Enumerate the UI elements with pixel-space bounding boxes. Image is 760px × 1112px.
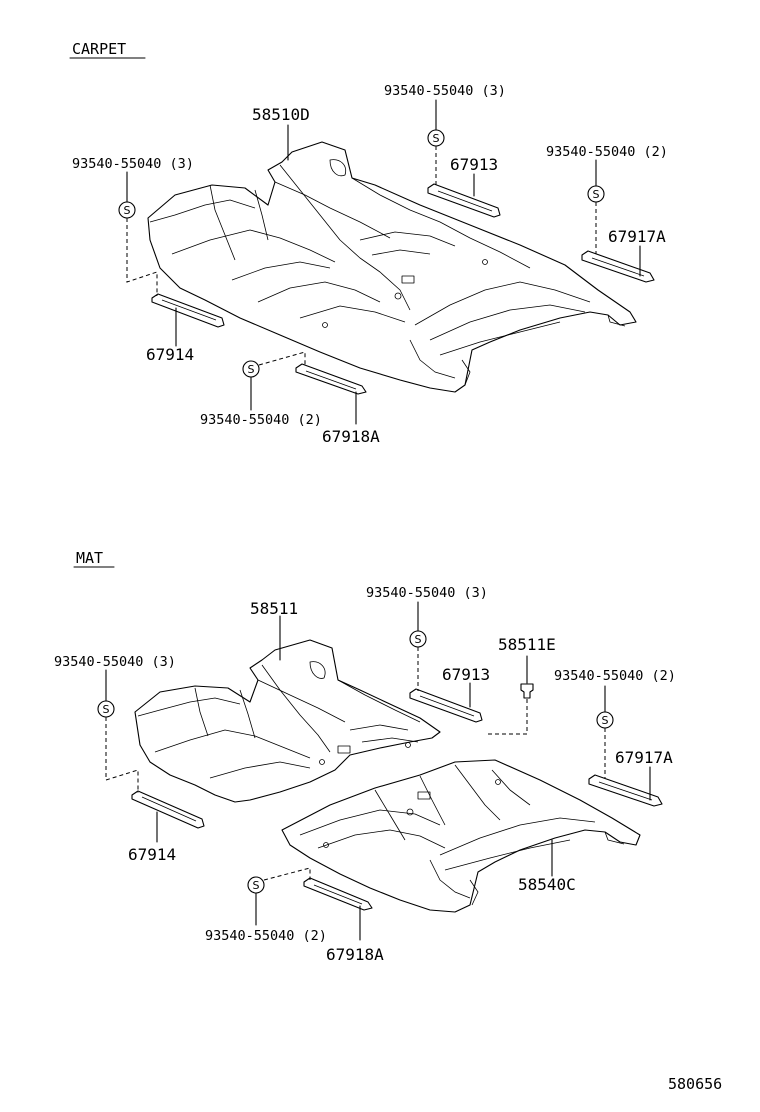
mat-screw-left: S	[97, 700, 115, 718]
diagram-code: 580656	[668, 1075, 722, 1093]
label-mat-bolt-bottom: 93540-55040 (2)	[205, 928, 327, 944]
label-58510d: 58510D	[252, 105, 310, 124]
carpet-section: CARPET	[69, 40, 668, 446]
mat-bracket-67913	[409, 688, 483, 723]
label-mat-67914: 67914	[128, 845, 176, 864]
label-carpet-67917a: 67917A	[608, 227, 666, 246]
label-58511e: 58511E	[498, 635, 556, 654]
carpet-bracket-67914	[151, 293, 225, 328]
label-mat-67917a: 67917A	[615, 748, 673, 767]
mat-screw-top: S	[409, 630, 427, 648]
carpet-screw-right: S	[587, 185, 605, 203]
carpet-bracket-67918a	[295, 363, 367, 395]
label-mat-bolt-left: 93540-55040 (3)	[54, 654, 176, 670]
screw-symbol-icon: S	[248, 363, 255, 376]
screw-symbol-icon: S	[602, 714, 609, 727]
screw-symbol-icon: S	[415, 633, 422, 646]
label-carpet-67913: 67913	[450, 155, 498, 174]
label-carpet-bolt-bottom: 93540-55040 (2)	[200, 412, 322, 428]
label-carpet-67914: 67914	[146, 345, 194, 364]
label-mat-bolt-right: 93540-55040 (2)	[554, 668, 676, 684]
mat-screw-right: S	[596, 711, 614, 729]
mat-section-title: MAT	[76, 549, 103, 567]
screw-symbol-icon: S	[103, 703, 110, 716]
screw-symbol-icon: S	[124, 204, 131, 217]
mat-bracket-67917a	[588, 774, 663, 807]
mat-58540c-shape	[281, 759, 641, 913]
label-58540c: 58540C	[518, 875, 576, 894]
screw-symbol-icon: S	[253, 879, 260, 892]
carpet-section-title: CARPET	[72, 40, 126, 58]
label-carpet-bolt-left: 93540-55040 (3)	[72, 156, 194, 172]
label-carpet-bolt-right: 93540-55040 (2)	[546, 144, 668, 160]
label-mat-67913: 67913	[442, 665, 490, 684]
carpet-screw-bottom: S	[242, 360, 260, 378]
mat-section: MAT	[54, 549, 676, 964]
label-carpet-bolt-top: 93540-55040 (3)	[384, 83, 506, 99]
label-mat-67918a: 67918A	[326, 945, 384, 964]
mat-bracket-67914	[131, 790, 205, 829]
carpet-58510d-shape	[147, 141, 637, 393]
carpet-bracket-67917a	[581, 250, 655, 283]
carpet-screw-left: S	[118, 201, 136, 219]
label-58511: 58511	[250, 599, 298, 618]
screw-symbol-icon: S	[433, 132, 440, 145]
mat-screw-bottom: S	[247, 876, 265, 894]
mat-58511-shape	[134, 639, 441, 803]
mat-clip-58511e	[520, 683, 534, 699]
screw-symbol-icon: S	[593, 188, 600, 201]
label-carpet-67918a: 67918A	[322, 427, 380, 446]
carpet-screw-top: S	[427, 129, 445, 147]
label-mat-bolt-top: 93540-55040 (3)	[366, 585, 488, 601]
carpet-bracket-67913	[427, 183, 501, 218]
